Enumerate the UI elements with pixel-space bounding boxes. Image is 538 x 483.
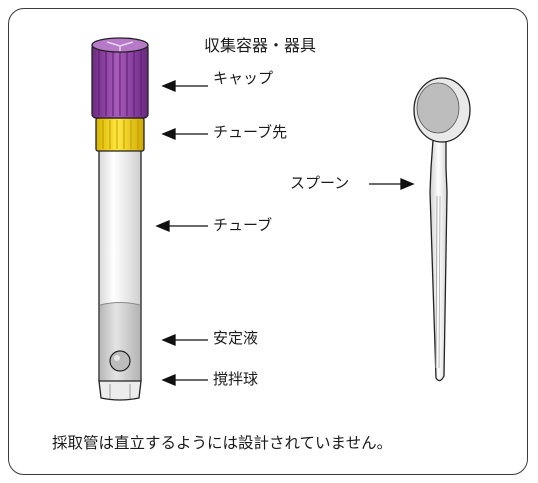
spoon-handle bbox=[429, 139, 448, 382]
spoon-label: スプーン bbox=[290, 174, 350, 192]
cap-label: キャップ bbox=[213, 69, 274, 87]
tube-bottom bbox=[98, 380, 142, 401]
spoon-arrow bbox=[369, 178, 415, 190]
stir-ball-label: 撹拌球 bbox=[213, 370, 259, 388]
tube-tip-label: チューブ先 bbox=[213, 123, 288, 141]
cap-arrow bbox=[161, 80, 208, 92]
footer-note: 採取管は直立するようには設計されていません。 bbox=[52, 434, 393, 452]
stabilizer-label: 安定液 bbox=[213, 329, 259, 347]
tube-tip-arrow bbox=[161, 128, 208, 140]
spoon bbox=[413, 77, 471, 382]
collection-tube bbox=[91, 37, 149, 401]
stir-ball bbox=[109, 350, 131, 372]
tube-label: チューブ bbox=[213, 216, 273, 234]
tube-arrow bbox=[155, 220, 208, 232]
stabilizer-arrow bbox=[161, 334, 208, 346]
cap-top bbox=[91, 37, 149, 53]
stir-ball-arrow bbox=[161, 374, 208, 386]
diagram-title: 収集容器・器具 bbox=[204, 36, 317, 55]
